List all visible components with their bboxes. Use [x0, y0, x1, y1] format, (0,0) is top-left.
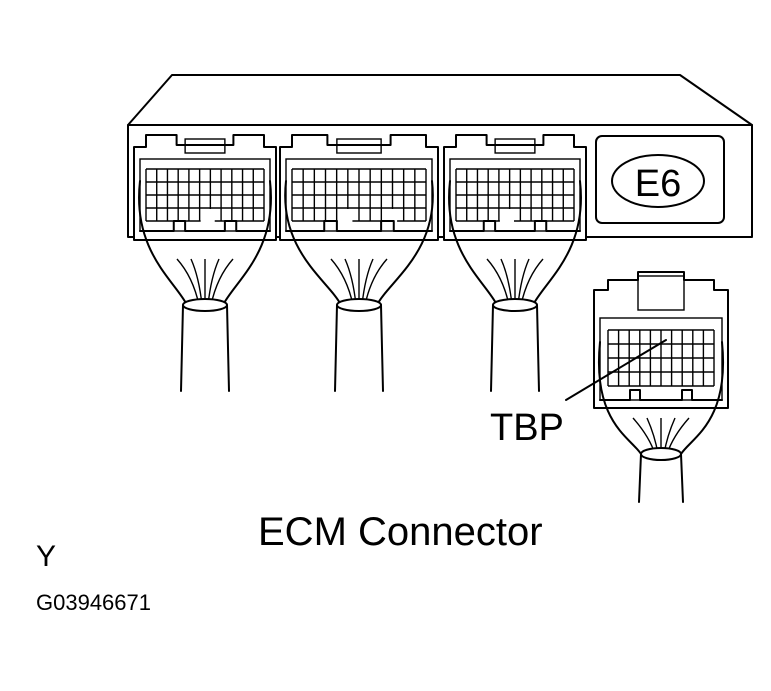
- connector-2: [279, 134, 439, 392]
- wire-boot-outline: [138, 180, 272, 306]
- corner-letter: Y: [36, 540, 56, 573]
- pin-key-gap: [200, 209, 215, 228]
- harness-tube: [334, 304, 384, 392]
- wire: [520, 258, 544, 306]
- figure-id: G03946671: [36, 590, 151, 615]
- harness-collar: [492, 298, 538, 312]
- harness-collar: [336, 298, 382, 312]
- wire: [486, 258, 510, 306]
- wire-boot-outline: [284, 180, 434, 306]
- connector-1: [133, 134, 277, 392]
- tbp-harness: [638, 453, 684, 503]
- harness-tube: [180, 304, 230, 392]
- pin-key-gap: [382, 209, 398, 228]
- harness-tube: [490, 304, 540, 392]
- connector-notches: [449, 220, 581, 232]
- tbp-collar: [640, 447, 682, 461]
- wire: [361, 258, 374, 306]
- harness-collar: [182, 298, 228, 312]
- wire: [500, 258, 513, 306]
- tbp-leader-line: [565, 339, 667, 401]
- connector-notches: [139, 220, 271, 232]
- pin-label: TBP: [490, 407, 564, 449]
- wire-boot-outline: [448, 180, 582, 306]
- tbp-boot: [597, 341, 725, 455]
- caption: ECM Connector: [258, 510, 543, 554]
- wire: [364, 258, 388, 306]
- connector-notches: [285, 220, 433, 232]
- wire: [210, 258, 234, 306]
- wire: [517, 258, 530, 306]
- pin-key-gap: [337, 209, 353, 228]
- ecm-top-face: [127, 74, 753, 126]
- ecm-connectors: [133, 134, 587, 392]
- connector-latch: [336, 138, 382, 154]
- tbp-notches: [599, 389, 723, 401]
- connector-latch: [184, 138, 226, 154]
- connector-code: E6: [635, 163, 681, 205]
- e6-label-plate: E6: [595, 135, 725, 224]
- e6-oval: [611, 154, 705, 208]
- wire: [190, 258, 203, 306]
- wire: [330, 258, 354, 306]
- wire: [344, 258, 357, 306]
- wire: [207, 258, 220, 306]
- tbp-connector: [593, 271, 729, 503]
- pin-key-gap: [499, 209, 514, 228]
- connector-housing: [133, 134, 277, 241]
- tbp-latch: [637, 275, 685, 311]
- wire: [176, 258, 200, 306]
- connector-latch: [494, 138, 536, 154]
- connector-3: [443, 134, 587, 392]
- connector-housing: [443, 134, 587, 241]
